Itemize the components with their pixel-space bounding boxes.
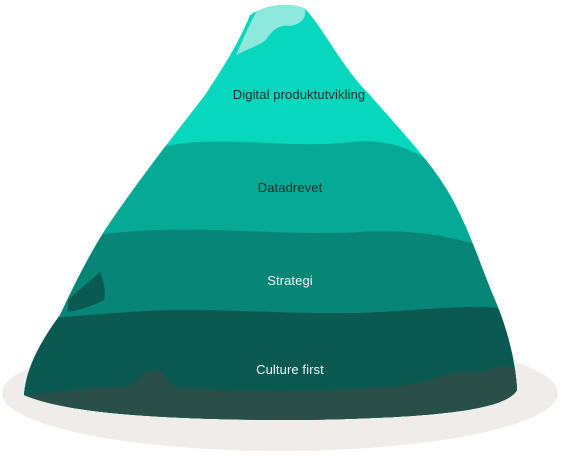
layer-label-culture-first: Culture first bbox=[256, 362, 324, 377]
layer-culture-first bbox=[24, 306, 517, 420]
layer-label-digital-produktutvikling: Digital produktutvikling bbox=[233, 87, 365, 102]
rock-facet bbox=[68, 272, 105, 312]
layer-label-strategi: Strategi bbox=[267, 273, 313, 288]
base-shadow bbox=[24, 366, 517, 420]
peak-snow bbox=[236, 4, 306, 55]
layer-label-datadrevet: Datadrevet bbox=[258, 180, 323, 195]
